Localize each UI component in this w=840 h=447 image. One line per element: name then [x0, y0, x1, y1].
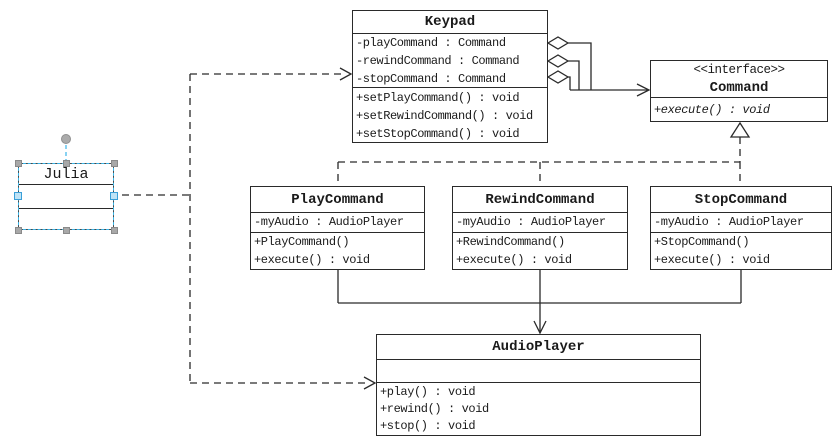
attributes-compartment: -myAudio : AudioPlayer	[251, 212, 424, 232]
rotation-handle[interactable]	[61, 134, 71, 144]
method-row: +StopCommand()	[654, 235, 750, 249]
class-playcommand[interactable]: PlayCommand -myAudio : AudioPlayer +Play…	[250, 186, 425, 270]
open-arrowhead	[636, 83, 651, 97]
aggregation-diamond	[546, 54, 570, 68]
method-row: +play() : void	[380, 385, 476, 399]
attributes-compartment: -myAudio : AudioPlayer	[651, 212, 831, 232]
methods-compartment: +execute() : void	[651, 97, 827, 121]
method-row: +setRewindCommand() : void	[356, 109, 533, 123]
methods-compartment: +setPlayCommand() : void +setRewindComma…	[353, 87, 547, 142]
class-stopcommand[interactable]: StopCommand -myAudio : AudioPlayer +Stop…	[650, 186, 832, 270]
open-arrowhead	[363, 376, 377, 390]
class-command-interface[interactable]: <<interface>> Command +execute() : void	[650, 60, 828, 122]
methods-compartment: +PlayCommand() +execute() : void	[251, 232, 424, 268]
method-row: +execute() : void	[654, 253, 770, 267]
open-arrowhead	[339, 67, 353, 81]
class-title: AudioPlayer	[492, 339, 585, 355]
method-row: +rewind() : void	[380, 402, 489, 416]
methods-compartment: +RewindCommand() +execute() : void	[453, 232, 627, 268]
attributes-compartment	[19, 184, 113, 208]
attribute-row: -playCommand : Command	[356, 36, 506, 50]
realization-triangle	[729, 121, 751, 138]
methods-compartment: +play() : void +rewind() : void +stop() …	[377, 382, 700, 434]
attribute-row: -rewindCommand : Command	[356, 54, 520, 68]
method-row: +RewindCommand()	[456, 235, 565, 249]
method-row: +setStopCommand() : void	[356, 127, 520, 141]
realization-connectors[interactable]	[337, 121, 751, 185]
class-title: PlayCommand	[291, 191, 384, 208]
open-arrowhead	[533, 320, 547, 335]
aggregation-connector-play[interactable]	[546, 36, 592, 90]
attribute-row: -stopCommand : Command	[356, 72, 506, 86]
stereotype-label: <<interface>>	[693, 63, 785, 77]
method-row: +setPlayCommand() : void	[356, 91, 520, 105]
aggregation-diamond	[546, 36, 570, 50]
methods-compartment: +StopCommand() +execute() : void	[651, 232, 831, 268]
selection-handle-mid-left[interactable]	[14, 192, 22, 200]
selection-handle-top-center[interactable]	[63, 160, 70, 167]
selection-handle-bottom-center[interactable]	[63, 227, 70, 234]
class-title: StopCommand	[694, 191, 788, 208]
class-rewindcommand[interactable]: RewindCommand -myAudio : AudioPlayer +Re…	[452, 186, 628, 270]
class-julia-selected[interactable]: Julia	[18, 163, 114, 230]
aggregation-diamond	[546, 70, 570, 84]
selection-handle-top-right[interactable]	[111, 160, 118, 167]
class-title: Julia	[43, 165, 89, 183]
method-row: +execute() : void	[456, 253, 572, 267]
aggregation-shared-arrow[interactable]	[570, 83, 651, 97]
attribute-row: -myAudio : AudioPlayer	[456, 215, 606, 229]
class-title: RewindCommand	[485, 191, 595, 208]
method-row: +execute() : void	[254, 253, 370, 267]
attributes-compartment: -myAudio : AudioPlayer	[453, 212, 627, 232]
selection-handle-bottom-left[interactable]	[15, 227, 22, 234]
aggregation-connector-rewind[interactable]	[546, 54, 580, 90]
method-row: +stop() : void	[380, 419, 476, 433]
class-title: Keypad	[424, 14, 476, 30]
method-row: +PlayCommand()	[254, 235, 350, 249]
selection-handle-mid-right[interactable]	[110, 192, 118, 200]
class-title: Command	[709, 80, 769, 96]
dependency-julia-audioplayer[interactable]	[190, 376, 377, 390]
attribute-row: -myAudio : AudioPlayer	[654, 215, 804, 229]
selection-handle-top-left[interactable]	[15, 160, 22, 167]
method-row: +execute() : void	[654, 103, 770, 117]
methods-compartment	[19, 208, 113, 229]
dependency-julia-keypad[interactable]	[122, 67, 353, 383]
interface-header: <<interface>> Command	[651, 61, 827, 97]
aggregation-connector-stop[interactable]	[546, 70, 571, 90]
selection-handle-bottom-right[interactable]	[111, 227, 118, 234]
class-keypad[interactable]: Keypad -playCommand : Command -rewindCom…	[352, 10, 548, 143]
attributes-compartment: -playCommand : Command -rewindCommand : …	[353, 33, 547, 87]
association-to-audioplayer[interactable]	[337, 270, 742, 335]
attributes-compartment	[377, 359, 700, 382]
class-audioplayer[interactable]: AudioPlayer +play() : void +rewind() : v…	[376, 334, 701, 436]
attribute-row: -myAudio : AudioPlayer	[254, 215, 404, 229]
